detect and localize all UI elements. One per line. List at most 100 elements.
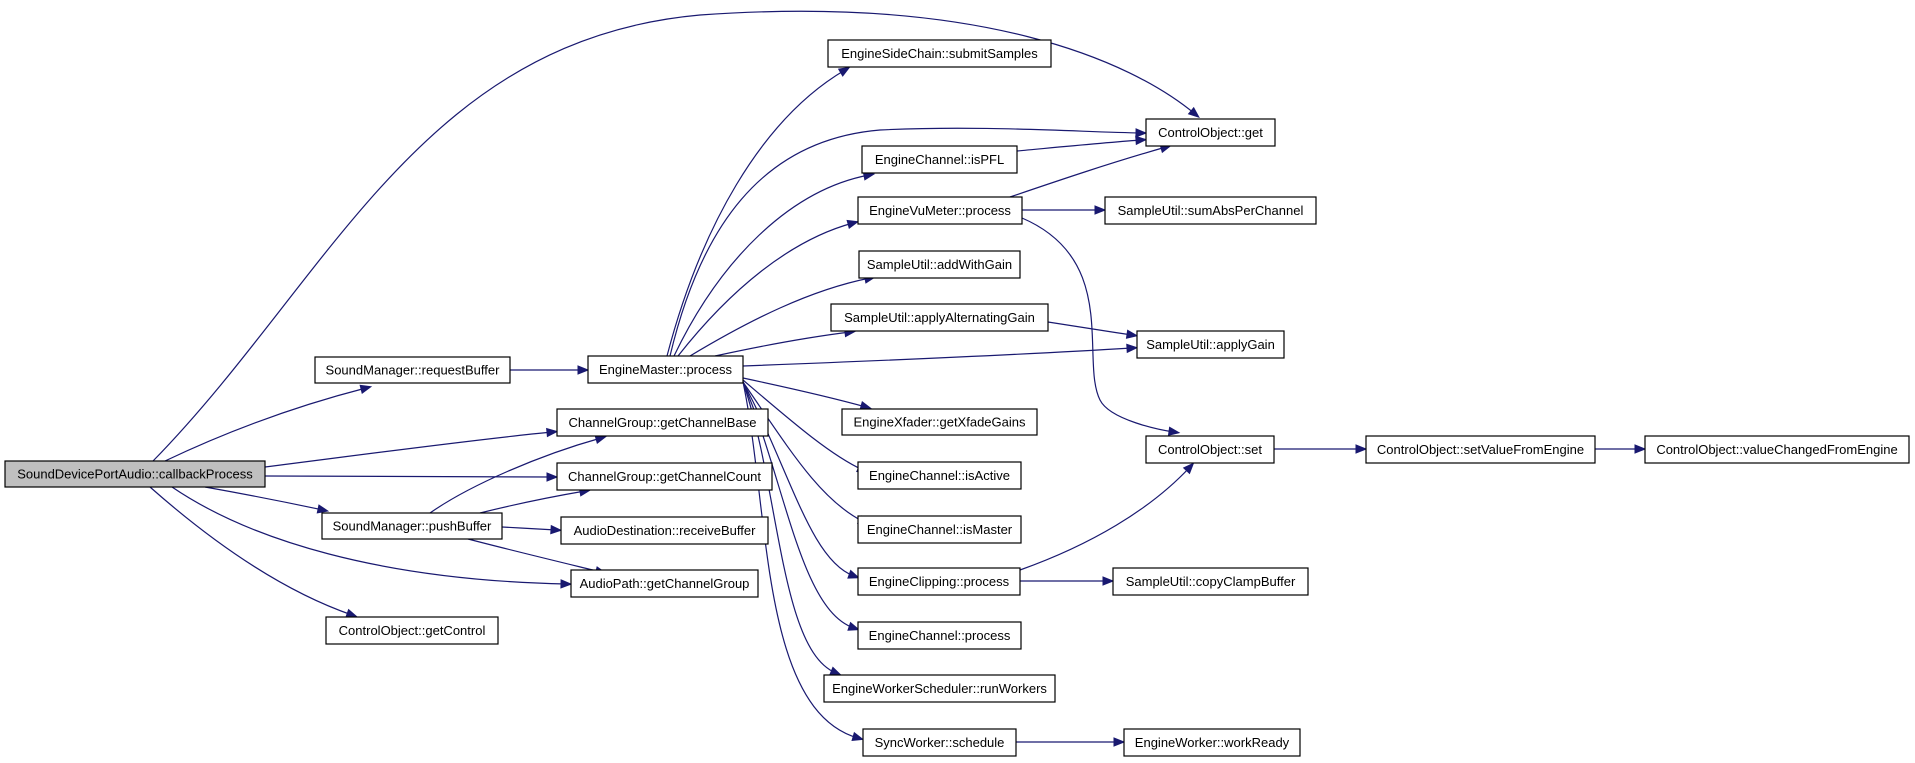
- node-label: ChannelGroup::getChannelBase: [569, 415, 757, 430]
- edge-root-to-reqbuf: [164, 384, 373, 462]
- node-engine-master-process[interactable]: EngineMaster::process: [587, 355, 744, 384]
- edge-root-to-chbase: [264, 427, 559, 468]
- edge-line: [1021, 217, 1175, 433]
- edge-root-to-pushbuf: [204, 486, 330, 514]
- node-control-object-set[interactable]: ControlObject::set: [1145, 435, 1275, 464]
- node-receive-buffer[interactable]: AudioDestination::receiveBuffer: [560, 516, 769, 545]
- edge-line: [666, 69, 846, 357]
- node-label: SoundDevicePortAudio::callbackProcess: [17, 467, 253, 482]
- node-label: ControlObject::setValueFromEngine: [1377, 442, 1584, 457]
- node-label: EngineMaster::process: [599, 362, 732, 377]
- node-vumeter-process[interactable]: EngineVuMeter::process: [857, 196, 1023, 225]
- node-label: EngineVuMeter::process: [869, 203, 1011, 218]
- node-root-callbackprocess[interactable]: SoundDevicePortAudio::callbackProcess: [4, 460, 266, 488]
- arrowhead: [837, 66, 851, 77]
- node-is-pfl[interactable]: EngineChannel::isPFL: [861, 145, 1018, 174]
- node-get-channel-base[interactable]: ChannelGroup::getChannelBase: [556, 408, 769, 437]
- edge-root-to-coget: [152, 10, 1200, 462]
- node-label: SyncWorker::schedule: [875, 735, 1005, 750]
- edges-layer: [149, 10, 1647, 747]
- node-copy-clamp-buffer[interactable]: SampleUtil::copyClampBuffer: [1112, 567, 1309, 596]
- arrowhead: [594, 434, 608, 445]
- edge-clipping-to-coset: [1019, 462, 1195, 571]
- node-push-buffer[interactable]: SoundManager::pushBuffer: [321, 512, 503, 540]
- arrowhead: [1113, 737, 1126, 747]
- node-control-object-get[interactable]: ControlObject::get: [1145, 118, 1276, 147]
- edge-line: [742, 381, 859, 739]
- node-label: EngineSideChain::submitSamples: [841, 46, 1038, 61]
- edge-altgain-to-applygain: [1047, 321, 1139, 339]
- edge-vumeter-to-coget: [1009, 143, 1173, 198]
- node-work-ready[interactable]: EngineWorker::workReady: [1123, 728, 1301, 757]
- node-get-channel-group[interactable]: AudioPath::getChannelGroup: [570, 569, 759, 598]
- node-apply-alternating-gain[interactable]: SampleUtil::applyAlternatingGain: [830, 303, 1049, 332]
- node-run-workers[interactable]: EngineWorkerScheduler::runWorkers: [823, 674, 1056, 703]
- node-request-buffer[interactable]: SoundManager::requestBuffer: [314, 356, 511, 384]
- node-label: SoundManager::requestBuffer: [326, 363, 501, 378]
- edge-line: [673, 174, 870, 357]
- node-get-channel-count[interactable]: ChannelGroup::getChannelCount: [556, 462, 773, 491]
- node-apply-gain[interactable]: SampleUtil::applyGain: [1136, 330, 1285, 359]
- edge-line: [1047, 321, 1133, 336]
- edge-line: [1016, 139, 1142, 152]
- edge-line: [204, 486, 324, 511]
- arrowhead: [1125, 329, 1139, 339]
- edge-root-to-getctrl: [149, 486, 358, 618]
- edge-emproc-to-applygain: [742, 343, 1139, 367]
- edge-emproc-to-vumeter: [677, 219, 860, 357]
- node-add-with-gain[interactable]: SampleUtil::addWithGain: [858, 250, 1021, 279]
- edge-emproc-to-schedule: [742, 381, 865, 742]
- edge-line: [429, 437, 602, 514]
- arrowhead: [546, 427, 559, 438]
- edge-line: [742, 381, 865, 523]
- edge-pushbuf-to-recvbuf: [501, 524, 563, 535]
- edge-line: [1009, 146, 1167, 198]
- arrowhead: [1102, 576, 1115, 586]
- edge-pushbuf-to-chbase: [429, 434, 608, 514]
- edge-emproc-to-coget: [669, 127, 1148, 357]
- node-sum-abs-per-channel[interactable]: SampleUtil::sumAbsPerChannel: [1104, 196, 1317, 225]
- edge-emproc-to-xfade: [742, 377, 873, 411]
- arrowhead: [1187, 106, 1200, 119]
- node-label: EngineChannel::isPFL: [875, 152, 1004, 167]
- edge-line: [742, 379, 864, 471]
- node-get-xfade-gains[interactable]: EngineXfader::getXfadeGains: [841, 408, 1038, 436]
- arrowhead: [846, 219, 860, 230]
- edge-line: [171, 486, 567, 585]
- node-is-active[interactable]: EngineChannel::isActive: [857, 461, 1022, 490]
- node-label: EngineXfader::getXfadeGains: [853, 415, 1026, 430]
- edge-pushbuf-to-chcount: [479, 487, 592, 514]
- arrowhead: [560, 579, 573, 589]
- arrowhead: [851, 731, 865, 742]
- node-get-control[interactable]: ControlObject::getControl: [325, 616, 499, 645]
- nodes-layer: SoundDevicePortAudio::callbackProcess So…: [4, 39, 1910, 757]
- node-label: SampleUtil::applyAlternatingGain: [844, 310, 1035, 325]
- arrowhead: [577, 365, 590, 375]
- edge-line: [501, 526, 557, 531]
- edge-root-to-chcount: [264, 472, 559, 482]
- node-channel-process[interactable]: EngineChannel::process: [857, 621, 1022, 650]
- node-label: EngineWorkerScheduler::runWorkers: [832, 681, 1047, 696]
- arrowhead: [859, 400, 873, 411]
- edge-emproc-to-sidechain: [666, 66, 851, 357]
- edge-line: [742, 347, 1133, 367]
- node-clipping-process[interactable]: EngineClipping::process: [857, 567, 1021, 596]
- arrowhead: [1135, 135, 1148, 146]
- node-sync-worker-schedule[interactable]: SyncWorker::schedule: [862, 728, 1017, 757]
- node-set-value-from-engine[interactable]: ControlObject::setValueFromEngine: [1365, 435, 1596, 464]
- edge-vumeter-to-sumabs: [1021, 205, 1107, 215]
- node-label: AudioPath::getChannelGroup: [580, 576, 750, 591]
- edge-line: [742, 377, 867, 408]
- edge-line: [689, 277, 871, 357]
- node-is-master[interactable]: EngineChannel::isMaster: [857, 515, 1022, 544]
- edge-coset-to-setvalue: [1274, 444, 1368, 454]
- arrowhead: [847, 621, 861, 631]
- edge-line: [264, 431, 553, 468]
- edge-line: [677, 222, 854, 357]
- node-label: AudioDestination::receiveBuffer: [574, 523, 757, 538]
- edge-clipping-to-copyclamp: [1020, 576, 1115, 586]
- node-submit-samples[interactable]: EngineSideChain::submitSamples: [827, 39, 1052, 68]
- node-value-changed-from-engine[interactable]: ControlObject::valueChangedFromEngine: [1644, 435, 1910, 464]
- edge-reqbuf-to-emproc: [509, 365, 590, 375]
